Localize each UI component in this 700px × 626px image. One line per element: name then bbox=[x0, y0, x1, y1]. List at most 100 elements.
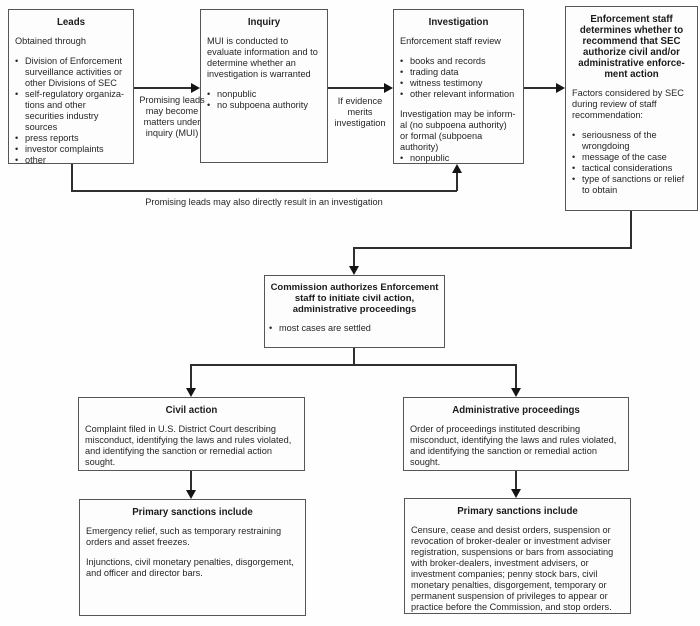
box-enforcement-staff-title: Enforcement staff determines whether to … bbox=[578, 14, 685, 80]
bullet-text: trading data bbox=[410, 67, 459, 77]
box-commission-title: Commission authorizes Enforcement staff … bbox=[270, 282, 439, 315]
box-enforcement-staff-content: Factors considered by SEC during review … bbox=[572, 88, 691, 196]
connector-inquiry-to-investigation bbox=[328, 87, 384, 89]
bullet-item: •message of the case bbox=[572, 152, 691, 163]
bullet-text: no subpoena authority bbox=[217, 100, 308, 110]
box-commission-authorizes: Commission authorizes Enforcement staff … bbox=[264, 275, 445, 348]
bullet-text: other bbox=[25, 155, 46, 165]
box-civil-action-title: Civil action bbox=[165, 405, 218, 416]
box-commission-content: •most cases are settled bbox=[269, 323, 440, 334]
bullet-text: investor complaints bbox=[25, 144, 104, 154]
bullet-item: • nonpublic bbox=[207, 89, 321, 100]
connector-civil-to-sanctions bbox=[190, 471, 192, 491]
bullet-item: • trading data bbox=[400, 67, 517, 78]
box-leads-title: Leads bbox=[57, 17, 85, 28]
box-investigation-title: Investigation bbox=[428, 17, 489, 28]
connector-commission-down bbox=[353, 348, 355, 365]
bullet-item: • books and records bbox=[400, 56, 517, 67]
arrowhead-bypass-into-investigation bbox=[452, 164, 462, 173]
bullet-icon: • bbox=[15, 89, 19, 99]
connector-investigation-to-enforcement bbox=[524, 87, 556, 89]
box-civil-action-content: Complaint filed in U.S. District Court d… bbox=[85, 424, 298, 468]
bullet-text: self-regulatory organiza-tions and other… bbox=[25, 89, 125, 132]
bullet-list: •most cases are settled bbox=[269, 323, 440, 334]
bullet-item: • type of sanctions or relief to obtain bbox=[572, 174, 691, 196]
connector-admin-to-sanctions bbox=[515, 471, 517, 490]
bullet-item: • self-regulatory organiza-tions and othe… bbox=[15, 89, 127, 133]
box-civil-action: Civil action Complaint filed in U.S. Dis… bbox=[78, 397, 305, 471]
box-administrative-proceedings-title: Administrative proceedings bbox=[452, 405, 580, 416]
bullet-icon: • bbox=[207, 100, 211, 110]
bullet-icon: • bbox=[269, 323, 273, 333]
paragraph: Emergency relief, such as temporary rest… bbox=[86, 526, 282, 547]
bullet-icon: • bbox=[572, 130, 576, 140]
paragraph: MUI is conducted to evaluate information… bbox=[207, 36, 318, 79]
bullet-item: •investor complaints bbox=[15, 144, 127, 155]
connector-leads-to-inquiry bbox=[134, 87, 191, 89]
connector-enforcement-down bbox=[630, 211, 632, 248]
box-investigation-content: Enforcement staff review • books and recor… bbox=[400, 36, 517, 164]
box-primary-sanctions-admin-content: Censure, cease and desist orders, suspen… bbox=[411, 525, 624, 613]
connector-enforcement-to-commission bbox=[353, 247, 355, 267]
bullet-text: Division of Enforcement surveillance act… bbox=[25, 56, 123, 88]
paragraph: Order of proceedings instituted describi… bbox=[410, 424, 617, 467]
bullet-list: • books and records • trading data•witness … bbox=[400, 56, 517, 100]
connector-split-right-down bbox=[515, 364, 517, 389]
box-primary-sanctions-civil: Primary sanctions include Emergency reli… bbox=[79, 499, 306, 616]
bullet-icon: • bbox=[572, 174, 576, 184]
bullet-text: type of sanctions or relief to obtain bbox=[582, 174, 685, 195]
bullet-icon: • bbox=[400, 153, 404, 163]
paragraph: Complaint filed in U.S. District Court d… bbox=[85, 424, 292, 467]
bullet-item: • seriousness of the wrongdoing bbox=[572, 130, 691, 152]
arrowhead-into-administrative-proceedings bbox=[511, 388, 521, 397]
bullet-text: witness testimony bbox=[410, 78, 483, 88]
paragraph: Injunctions, civil monetary penalties, d… bbox=[86, 557, 294, 578]
connector-split-left-down bbox=[190, 364, 192, 389]
connector-leads-bypass-down bbox=[71, 164, 73, 191]
edge-label-directly-result-investigation: Promising leads may also directly result… bbox=[145, 197, 383, 207]
connector-leads-bypass-up bbox=[456, 172, 458, 191]
bullet-text: books and records bbox=[410, 56, 486, 66]
bullet-item: •witness testimony bbox=[400, 78, 517, 89]
bullet-list: • nonpublic bbox=[400, 153, 517, 164]
box-administrative-proceedings: Administrative proceedings Order of proc… bbox=[403, 397, 629, 471]
bullet-icon: • bbox=[572, 163, 576, 173]
bullet-text: seriousness of the wrongdoing bbox=[582, 130, 657, 151]
bullet-icon: • bbox=[207, 89, 211, 99]
paragraph: Censure, cease and desist orders, suspen… bbox=[411, 525, 614, 612]
box-investigation: Investigation Enforcement staff review • b… bbox=[393, 9, 524, 164]
bullet-item: • nonpublic bbox=[400, 153, 517, 164]
bullet-item: •other relevant information bbox=[400, 89, 517, 100]
arrowhead-into-commission bbox=[349, 266, 359, 275]
box-inquiry-content: MUI is conducted to evaluate information… bbox=[207, 36, 321, 111]
bullet-text: nonpublic bbox=[410, 153, 450, 163]
arrowhead-into-inquiry bbox=[191, 83, 200, 93]
box-primary-sanctions-admin-title: Primary sanctions include bbox=[457, 506, 578, 517]
bullet-list: •seriousness of the wrongdoing•message o… bbox=[572, 130, 691, 196]
bullet-icon: • bbox=[400, 67, 404, 77]
arrowhead-into-investigation bbox=[384, 83, 393, 93]
bullet-item: •press reports bbox=[15, 133, 127, 144]
arrowhead-into-civil-action bbox=[186, 388, 196, 397]
paragraph: Enforcement staff review bbox=[400, 36, 501, 46]
paragraph: Factors considered by SEC during review … bbox=[572, 88, 684, 120]
connector-enforcement-across bbox=[353, 247, 632, 249]
box-primary-sanctions-civil-content: Emergency relief, such as temporary rest… bbox=[86, 526, 299, 579]
connector-leads-bypass-across bbox=[71, 190, 457, 192]
bullet-text: message of the case bbox=[582, 152, 667, 162]
bullet-text: tactical considerations bbox=[582, 163, 673, 173]
bullet-text: press reports bbox=[25, 133, 79, 143]
box-primary-sanctions-civil-title: Primary sanctions include bbox=[132, 507, 253, 518]
bullet-text: nonpublic bbox=[217, 89, 257, 99]
arrowhead-into-sanctions-civil bbox=[186, 490, 196, 499]
box-leads-content: Obtained through•Division of Enforcement… bbox=[15, 36, 127, 166]
box-enforcement-staff: Enforcement staff determines whether to … bbox=[565, 6, 698, 211]
box-primary-sanctions-admin: Primary sanctions include Censure, cease… bbox=[404, 498, 631, 614]
bullet-item: •other bbox=[15, 155, 127, 166]
bullet-item: •most cases are settled bbox=[269, 323, 440, 334]
box-inquiry-title: Inquiry bbox=[247, 17, 281, 28]
bullet-icon: • bbox=[400, 56, 404, 66]
bullet-item: • tactical considerations bbox=[572, 163, 691, 174]
bullet-list: • Division of Enforcement surveillance ac… bbox=[15, 56, 127, 166]
paragraph: Investigation may be inform-al (no subpo… bbox=[400, 109, 516, 152]
